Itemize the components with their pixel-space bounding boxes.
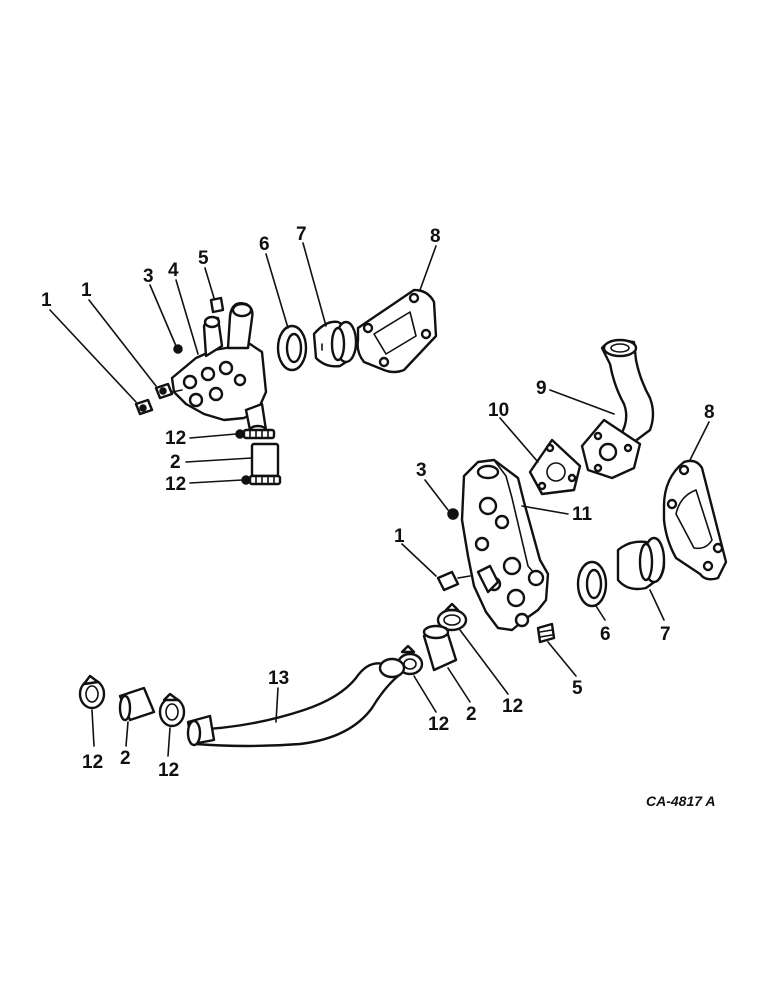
bottom-clamp-12b <box>158 692 186 728</box>
callout-7-right: 7 <box>660 624 671 645</box>
bottom-hose-2 <box>118 686 156 722</box>
callout-7-left: 7 <box>296 224 307 245</box>
left-plug-1a <box>134 398 154 416</box>
leader-lines <box>49 242 710 757</box>
right-gasket-10 <box>528 438 582 496</box>
callout-6-right: 6 <box>600 624 611 645</box>
callout-5-right: 5 <box>572 678 583 699</box>
right-seal-ring-6 <box>576 560 608 608</box>
left-plug-5 <box>209 296 225 314</box>
callout-5-left: 5 <box>198 248 209 269</box>
callout-1b: 1 <box>81 280 92 301</box>
mid-hose-2 <box>422 624 458 672</box>
callout-labels: 1 1 3 4 5 6 7 8 12 2 12 9 10 8 3 11 1 6 … <box>41 224 715 781</box>
callout-2-bottom: 2 <box>120 748 131 769</box>
callout-12a-bottom: 12 <box>82 752 103 773</box>
callout-1-right: 1 <box>394 526 405 547</box>
bottom-clamp-12a <box>78 674 106 710</box>
right-plug-5 <box>536 622 556 644</box>
left-plug-3 <box>173 344 183 354</box>
left-gasket-8 <box>356 288 438 374</box>
callout-2-mid: 2 <box>466 704 477 725</box>
left-plug-1b <box>154 382 183 400</box>
callout-4: 4 <box>168 260 179 281</box>
right-elbow-9 <box>580 338 655 480</box>
right-plug-3 <box>447 508 459 520</box>
callout-2-left: 2 <box>170 452 181 473</box>
callout-8-left: 8 <box>430 226 441 247</box>
callout-9: 9 <box>536 378 547 399</box>
callout-12a-left: 12 <box>165 428 186 449</box>
left-clamp-12a <box>235 428 276 440</box>
callout-11: 11 <box>572 504 593 525</box>
hose-13 <box>186 657 406 748</box>
left-hose-2 <box>250 442 280 478</box>
callout-1a: 1 <box>41 290 52 311</box>
callout-6-left: 6 <box>259 234 270 255</box>
callout-8-right: 8 <box>704 402 715 423</box>
right-plug-1 <box>436 570 471 592</box>
drawing-code: CA-4817 A <box>646 793 716 809</box>
callout-10: 10 <box>488 400 509 421</box>
mid-clamp-12 <box>436 602 468 632</box>
callout-12b-left: 12 <box>165 474 186 495</box>
right-thermostat-7 <box>616 536 666 591</box>
callout-13: 13 <box>268 668 289 689</box>
callout-12-mid: 12 <box>502 696 523 717</box>
left-water-outlet-housing <box>170 302 268 436</box>
callout-12b-mid: 12 <box>428 714 449 735</box>
right-gasket-8 <box>662 459 728 581</box>
callout-3-left: 3 <box>143 266 154 287</box>
left-seal-ring-6 <box>276 324 308 372</box>
left-clamp-12b <box>241 474 282 486</box>
callout-3-right: 3 <box>416 460 427 481</box>
left-thermostat-7 <box>312 320 358 368</box>
right-thermostat-housing-11 <box>460 458 550 632</box>
callout-12b-bottom: 12 <box>158 760 179 781</box>
